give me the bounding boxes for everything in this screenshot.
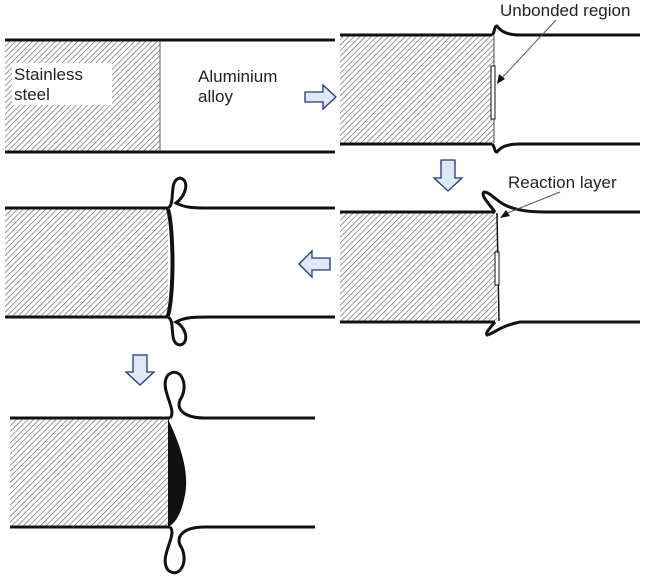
steel-label-2: steel	[14, 85, 50, 104]
aluminium-label-2: alloy	[198, 87, 233, 106]
stage-2-unbonded: Unbonded region	[340, 1, 640, 154]
aluminium-label-1: Aluminium	[198, 67, 277, 86]
arrow-down-icon	[124, 354, 156, 386]
stage-1-initial: Stainless steel Aluminium alloy	[5, 38, 335, 154]
arrow-right-icon	[304, 83, 337, 111]
arrow-down-icon	[432, 159, 464, 192]
unbonded-region-label: Unbonded region	[500, 1, 630, 20]
arrow-left-icon	[298, 249, 331, 279]
stage-4-flash	[5, 176, 335, 347]
stage-5-final	[10, 371, 315, 574]
reaction-layer-label: Reaction layer	[508, 173, 617, 192]
stage-3-reaction: Reaction layer	[340, 173, 640, 337]
steel-label-1: Stainless	[14, 65, 83, 84]
